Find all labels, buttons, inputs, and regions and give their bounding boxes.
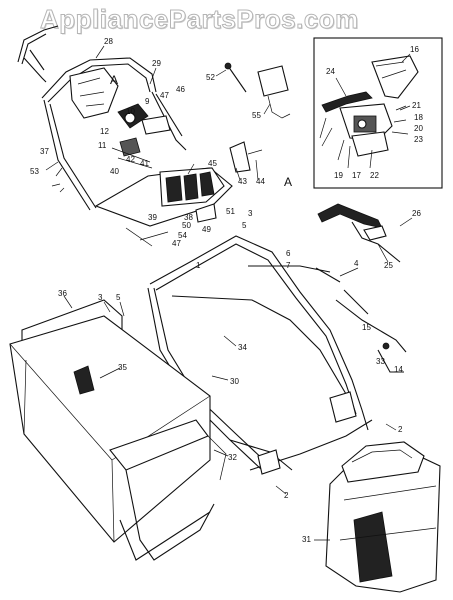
- label-40: 40: [110, 167, 119, 176]
- label-51: 51: [226, 207, 235, 216]
- label-20: 20: [414, 124, 423, 133]
- label-30: 30: [230, 377, 239, 386]
- label-5-upper: 5: [242, 221, 247, 230]
- label-2-right: 2: [398, 425, 403, 434]
- label-16: 16: [410, 45, 419, 54]
- left-hardware: [45, 161, 217, 247]
- label-15: 15: [362, 323, 371, 332]
- grass-bag: [9, 299, 227, 561]
- label-45: 45: [208, 159, 217, 168]
- watermark-text: AppliancePartsPros.com: [40, 4, 359, 35]
- label-42: 42: [126, 155, 135, 164]
- rear-bag: [325, 441, 441, 593]
- label-53: 53: [30, 167, 39, 176]
- label-11: 11: [98, 141, 107, 150]
- label-29: 29: [152, 59, 161, 68]
- label-5-lower: 5: [116, 293, 121, 302]
- label-7: 7: [286, 261, 291, 270]
- label-44: 44: [256, 177, 265, 186]
- label-23: 23: [414, 135, 423, 144]
- label-21: 21: [412, 101, 421, 110]
- label-22: 22: [370, 171, 379, 180]
- label-4: 4: [354, 259, 359, 268]
- label-25: 25: [384, 261, 393, 270]
- label-39: 39: [148, 213, 157, 222]
- label-31: 31: [302, 535, 311, 544]
- label-49: 49: [202, 225, 211, 234]
- module-ribs: [165, 171, 215, 203]
- label-41: 41: [140, 159, 149, 168]
- label-12: 12: [100, 127, 109, 136]
- leader-lines: [63, 45, 413, 541]
- label-24: 24: [326, 67, 335, 76]
- label-47-low: 47: [172, 239, 181, 248]
- label-50: 50: [182, 221, 191, 230]
- label-14: 14: [394, 365, 403, 374]
- label-55: 55: [252, 111, 261, 120]
- label-34: 34: [238, 343, 247, 352]
- label-17: 17: [352, 171, 361, 180]
- label-37: 37: [40, 147, 49, 156]
- label-1: 1: [196, 261, 201, 270]
- label-35: 35: [118, 363, 127, 372]
- label-33: 33: [376, 357, 385, 366]
- label-26: 26: [412, 209, 421, 218]
- label-43: 43: [238, 177, 247, 186]
- label-18: 18: [414, 113, 423, 122]
- label-36: 36: [58, 289, 67, 298]
- upper-handle: [17, 25, 291, 227]
- callout-a-lower: A: [284, 175, 292, 189]
- label-19: 19: [334, 171, 343, 180]
- label-3-upper: 3: [248, 209, 253, 218]
- label-2-bottom: 2: [284, 491, 289, 500]
- label-10: 10: [126, 107, 135, 116]
- label-46: 46: [176, 85, 185, 94]
- label-52: 52: [206, 73, 215, 82]
- label-28: 28: [104, 37, 113, 46]
- label-47-top: 47: [160, 91, 169, 100]
- callout-a-upper: A: [110, 73, 118, 87]
- label-54: 54: [178, 231, 187, 240]
- cables: [248, 203, 407, 373]
- label-6: 6: [286, 249, 291, 258]
- detail-inset: [313, 37, 443, 189]
- label-3-lower: 3: [98, 293, 103, 302]
- label-38: 38: [184, 213, 193, 222]
- part-labels: 28 29 52 55 16 24 21 18 20 23 19 17 22 A…: [30, 37, 423, 544]
- label-32: 32: [228, 453, 237, 462]
- label-9: 9: [145, 97, 150, 106]
